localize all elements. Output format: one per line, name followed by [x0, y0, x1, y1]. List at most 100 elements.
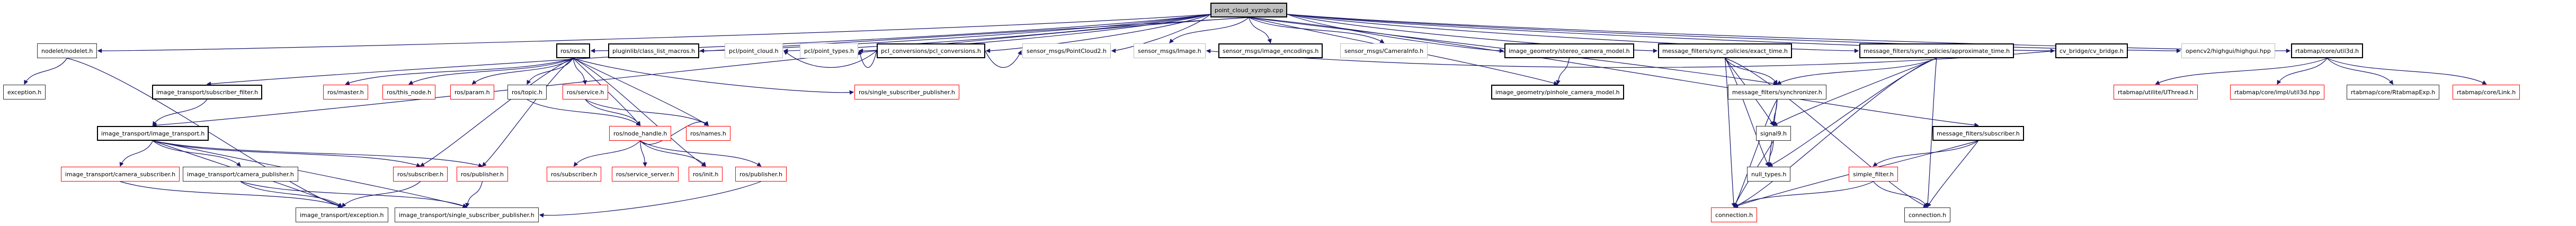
- graph-edge: [1873, 181, 1928, 208]
- graph-edge: [152, 99, 208, 126]
- graph-edge: [1776, 58, 1937, 85]
- graph-node-rosssp[interactable]: ros/single_subscriber_publisher.h: [854, 85, 959, 100]
- graph-edge: [2277, 58, 2328, 85]
- graph-edge: [240, 181, 468, 208]
- graph-edge: [420, 58, 574, 167]
- graph-edge: [408, 58, 574, 85]
- graph-node-subfilter[interactable]: image_transport/subscriber_filter.h: [152, 85, 263, 100]
- graph-node-link[interactable]: rtabmap/core/Link.h: [2453, 85, 2520, 100]
- graph-edge: [2155, 58, 2328, 85]
- graph-edge: [1767, 140, 1774, 167]
- graph-edge: [1724, 58, 1769, 167]
- graph-node-camsub[interactable]: image_transport/camera_subscriber.h: [61, 167, 180, 182]
- graph-node-exc[interactable]: exception.h: [3, 85, 46, 100]
- graph-node-uthread[interactable]: rtabmap/utilite/UThread.h: [2114, 85, 2198, 100]
- graph-edge: [1169, 17, 1249, 43]
- graph-node-highgui[interactable]: opencv2/highgui/highgui.hpp: [2181, 43, 2275, 58]
- graph-edge: [585, 99, 709, 126]
- graph-node-pinhole[interactable]: image_geometry/pinhole_camera_model.h: [1491, 85, 1624, 100]
- graph-node-approx[interactable]: message_filters/sync_policies/approximat…: [1859, 43, 2015, 58]
- graph-node-itssp[interactable]: image_transport/single_subscriber_publis…: [395, 207, 539, 222]
- graph-edge: [471, 58, 574, 85]
- graph-edge: [152, 17, 1249, 128]
- graph-edge: [527, 99, 641, 126]
- graph-edge: [527, 58, 574, 85]
- graph-edge: [1249, 17, 1385, 43]
- graph-node-pclconv[interactable]: pcl_conversions/pcl_conversions.h: [877, 43, 985, 58]
- graph-edge: [2327, 58, 2394, 85]
- graph-node-util3d[interactable]: rtabmap/core/util3d.h: [2291, 43, 2364, 58]
- graph-node-it[interactable]: image_transport/image_transport.h: [97, 126, 209, 141]
- graph-edge: [858, 50, 877, 68]
- graph-node-nh[interactable]: ros/node_handle.h: [609, 126, 672, 141]
- graph-edge: [1724, 58, 1736, 208]
- graph-node-topic[interactable]: ros/topic.h: [507, 85, 547, 100]
- graph-node-nodelet[interactable]: nodelet/nodelet.h: [37, 43, 97, 58]
- graph-node-sub2[interactable]: ros/subscriber.h: [547, 167, 602, 182]
- graph-node-stereo[interactable]: image_geometry/stereo_camera_model.h: [1504, 43, 1634, 58]
- graph-edge: [573, 58, 587, 85]
- graph-node-enc[interactable]: sensor_msgs/image_encodings.h: [1218, 43, 1323, 58]
- graph-edge: [1733, 181, 1874, 207]
- graph-node-pc2[interactable]: sensor_msgs/PointCloud2.h: [1022, 43, 1111, 58]
- graph-node-names[interactable]: ros/names.h: [686, 126, 730, 141]
- graph-edge: [985, 50, 1022, 68]
- graph-node-param[interactable]: ros/param.h: [450, 85, 494, 100]
- graph-node-itexc[interactable]: image_transport/exception.h: [296, 207, 388, 222]
- graph-edge: [1771, 99, 1778, 126]
- graph-node-init[interactable]: ros/init.h: [689, 167, 723, 182]
- graph-edge: [573, 58, 854, 95]
- graph-edge: [1927, 140, 1978, 208]
- graph-edge: [640, 140, 706, 167]
- graph-node-servsrv[interactable]: ros/service_server.h: [612, 167, 679, 182]
- graph-node-pcltypes[interactable]: pcl/point_types.h: [800, 43, 859, 58]
- graph-edge: [1768, 58, 1937, 167]
- graph-edge: [1249, 17, 1979, 128]
- graph-node-cvbridge[interactable]: cv_bridge/cv_bridge.h: [2055, 43, 2128, 58]
- graph-node-pub2[interactable]: ros/publisher.h: [735, 167, 787, 182]
- graph-node-pluginlib[interactable]: pluginlib/class_list_macros.h: [608, 43, 699, 58]
- graph-edge: [153, 140, 483, 168]
- graph-edge: [585, 99, 641, 126]
- graph-node-pclcloud[interactable]: pcl/point_cloud.h: [725, 43, 783, 58]
- graph-node-exact[interactable]: message_filters/sync_policies/exact_time…: [1658, 43, 1792, 58]
- graph-edge: [119, 140, 154, 167]
- graph-edge: [1733, 99, 1778, 208]
- graph-edge: [341, 181, 421, 207]
- graph-edge: [345, 58, 574, 85]
- graph-edge: [640, 140, 762, 167]
- graph-node-campub[interactable]: image_transport/camera_publisher.h: [183, 167, 298, 182]
- graph-node-rtexp[interactable]: rtabmap/core/RtabmapExp.h: [2347, 85, 2440, 100]
- graph-edge: [1556, 58, 1570, 85]
- graph-node-signal9[interactable]: signal9.h: [1756, 126, 1791, 141]
- graph-node-sub1[interactable]: ros/subscriber.h: [393, 167, 448, 182]
- graph-edge: [465, 181, 483, 208]
- graph-node-service[interactable]: ros/service.h: [563, 85, 609, 100]
- graph-edge: [639, 140, 647, 167]
- graph-node-simple[interactable]: simple_filter.h: [1849, 167, 1898, 182]
- graph-node-conn_b[interactable]: connection.h: [1904, 207, 1951, 222]
- graph-edge: [24, 58, 68, 85]
- graph-node-master[interactable]: ros/master.h: [323, 85, 368, 100]
- graph-node-mfsub[interactable]: message_filters/subscriber.h: [1932, 126, 2024, 141]
- graph-edge: [539, 181, 761, 218]
- graph-edge: [2327, 58, 2487, 85]
- graph-edge: [1725, 58, 1778, 85]
- graph-edge: [1248, 17, 1272, 44]
- graph-node-sync[interactable]: message_filters/synchronizer.h: [1728, 85, 1826, 100]
- graph-node-pub1[interactable]: ros/publisher.h: [457, 167, 508, 182]
- graph-root-node: point_cloud_xyzrgb.cpp: [1210, 3, 1288, 17]
- graph-node-rosros[interactable]: ros/ros.h: [556, 43, 590, 58]
- graph-edge: [240, 181, 343, 207]
- graph-edge: [482, 58, 574, 167]
- graph-node-nulltypes[interactable]: null_types.h: [1747, 167, 1791, 182]
- graph-edge: [573, 140, 640, 167]
- graph-node-caminfo[interactable]: sensor_msgs/CameraInfo.h: [1340, 43, 1428, 58]
- graph-edge: [153, 140, 421, 167]
- graph-node-util3dhpp[interactable]: rtabmap/core/impl/util3d.hpp: [2230, 85, 2324, 100]
- graph-node-img[interactable]: sensor_msgs/Image.h: [1134, 43, 1206, 58]
- graph-node-thisnode[interactable]: ros/this_node.h: [382, 85, 435, 100]
- graph-node-conn_r[interactable]: connection.h: [1711, 207, 1758, 222]
